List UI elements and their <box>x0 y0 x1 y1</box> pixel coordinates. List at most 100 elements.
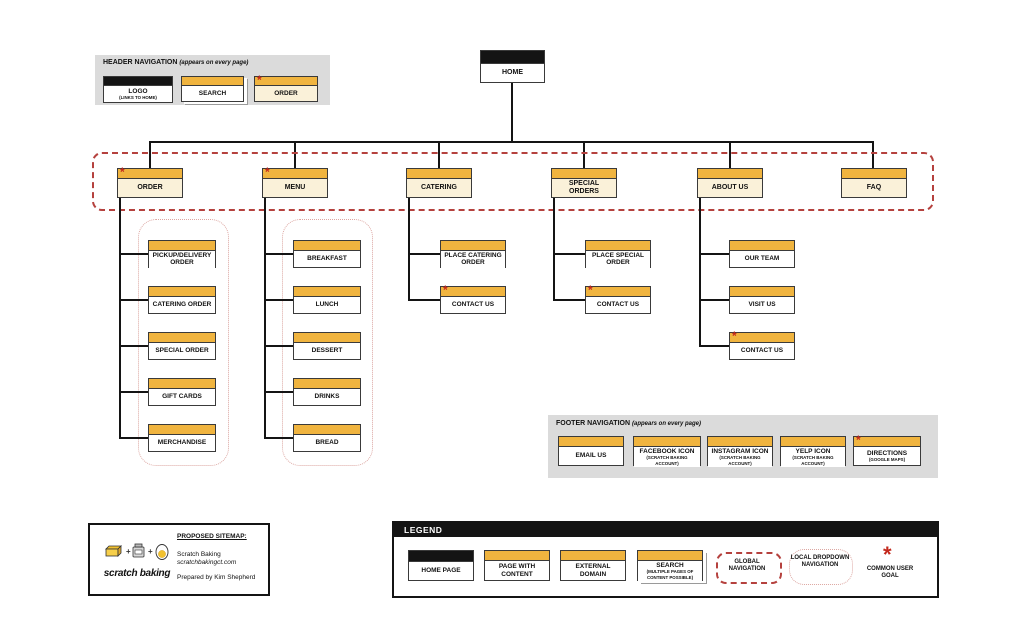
common-user-goal-icon: * <box>732 329 737 343</box>
node-header-bar <box>149 287 215 297</box>
yelp-icon-label: YELP ICON <box>795 448 831 455</box>
merchandise-label: MERCHANDISE <box>157 439 207 447</box>
node-header-bar: * <box>730 329 794 343</box>
footer-navigation-subtitle: (appears on every page) <box>631 421 702 427</box>
node-pickup-delivery-order: PICKUP/DELIVERY ORDER <box>148 240 216 268</box>
node-header-bar <box>634 437 700 447</box>
common-user-goal-icon: * <box>265 165 270 179</box>
connector-line <box>699 198 701 347</box>
bread-label: BREAD <box>315 439 339 447</box>
node-header-bar <box>481 51 544 64</box>
connector-line <box>583 141 585 168</box>
node-header-bar <box>407 169 471 179</box>
connector-line <box>294 141 296 168</box>
node-header-bar <box>552 169 616 179</box>
node-header-bar <box>104 77 172 86</box>
breakfast-label: BREAKFAST <box>307 255 347 263</box>
order-label: ORDER <box>137 183 163 191</box>
node-place-special-order: PLACE SPECIAL ORDER <box>585 240 651 268</box>
facebook-icon-label: FACEBOOK ICON <box>639 448 695 455</box>
logo-ingredients-icon: + + <box>105 543 169 560</box>
node-header-search: SEARCH <box>181 76 244 102</box>
node-header-bar <box>149 333 215 343</box>
connector-line <box>119 198 121 439</box>
pickup-delivery-order-label: PICKUP/DELIVERY ORDER <box>152 252 212 267</box>
node-faq: FAQ <box>841 168 907 198</box>
node-header-bar <box>730 287 794 297</box>
header-logo-label: LOGO <box>128 87 148 95</box>
legend-external-domain: EXTERNAL DOMAIN <box>560 550 626 581</box>
yelp-icon-sublabel: (SCRATCH BAKING ACCOUNT) <box>792 455 834 466</box>
node-header-bar <box>441 241 505 251</box>
node-header-bar <box>842 169 906 179</box>
node-header-bar <box>638 551 702 561</box>
node-header-order: * ORDER <box>254 73 318 102</box>
node-header-bar <box>149 241 215 251</box>
connector-line <box>872 141 874 168</box>
node-header-bar <box>698 169 762 179</box>
node-dessert: DESSERT <box>293 332 361 360</box>
header-order-label: ORDER <box>274 89 298 97</box>
legend-title-bar: LEGEND <box>394 523 937 537</box>
legend-local-dropdown-label: LOCAL DROPDOWN NAVIGATION <box>790 555 850 569</box>
footer-navigation-title: FOOTER NAVIGATION (appears on every page… <box>556 420 701 427</box>
proposed-sitemap-heading: PROPOSED SITEMAP: <box>177 533 247 540</box>
legend-external-domain-label: EXTERNAL DOMAIN <box>575 563 611 578</box>
header-logo-sublabel: (LINKS TO HOME) <box>119 95 157 101</box>
connector-line <box>119 437 148 439</box>
catering-order-label: CATERING ORDER <box>152 301 212 309</box>
common-user-goal-icon: * <box>257 73 262 87</box>
node-header-bar: * <box>586 283 650 297</box>
header-navigation-subtitle: (appears on every page) <box>179 60 249 66</box>
node-header-bar <box>294 333 360 343</box>
footer-navigation-title-text: FOOTER NAVIGATION <box>556 420 631 427</box>
connector-line <box>408 299 440 301</box>
common-user-goal-icon: * <box>588 283 593 297</box>
node-our-team: OUR TEAM <box>729 240 795 268</box>
node-header-logo: LOGO (LINKS TO HOME) <box>103 76 173 103</box>
node-header-bar <box>586 241 650 251</box>
header-search-label: SEARCH <box>198 89 227 97</box>
legend-common-user-goal-label: COMMON USER GOAL <box>866 566 914 580</box>
connector-line <box>264 345 293 347</box>
info-card: + + scratch baking PROPOSED SITEMAP: Scr… <box>88 523 270 596</box>
node-header-bar <box>730 241 794 251</box>
connector-line <box>264 253 293 255</box>
node-header-bar: * <box>263 165 327 179</box>
node-merchandise: MERCHANDISE <box>148 424 216 452</box>
node-breakfast: BREAKFAST <box>293 240 361 268</box>
node-facebook-icon: FACEBOOK ICON (SCRATCH BAKING ACCOUNT) <box>633 436 701 468</box>
connector-line <box>119 391 148 393</box>
legend-local-dropdown-outline <box>789 549 853 585</box>
node-drinks: DRINKS <box>293 378 361 406</box>
gift-cards-label: GIFT CARDS <box>162 393 202 401</box>
connector-line <box>699 299 729 301</box>
connector-line <box>264 299 293 301</box>
connector-line <box>264 391 293 393</box>
node-visit-us: VISIT US <box>729 286 795 314</box>
legend-home-page-label: HOME PAGE <box>421 567 461 575</box>
legend-global-navigation-outline <box>716 552 782 584</box>
connector-line <box>699 253 729 255</box>
legend-common-user-goal-icon: * <box>883 542 892 567</box>
legend-page-with-content: PAGE WITH CONTENT <box>484 550 550 581</box>
node-about-contact-us: * CONTACT US <box>729 329 795 360</box>
connector-line <box>264 198 266 439</box>
facebook-icon-sublabel: (SCRATCH BAKING ACCOUNT) <box>646 455 688 466</box>
node-bread: BREAD <box>293 424 361 452</box>
directions-label: DIRECTIONS <box>866 449 908 457</box>
node-catering-contact-us: * CONTACT US <box>440 283 506 314</box>
node-instagram-icon: INSTAGRAM ICON (SCRATCH BAKING ACCOUNT) <box>707 436 773 468</box>
connector-line <box>511 83 513 142</box>
node-header-bar <box>149 379 215 389</box>
instagram-icon-label: INSTAGRAM ICON <box>711 448 769 455</box>
connector-line <box>119 345 148 347</box>
legend-global-navigation-label: GLOBAL NAVIGATION <box>728 559 766 573</box>
node-header-bar <box>149 425 215 435</box>
common-user-goal-icon: * <box>443 283 448 297</box>
visit-us-label: VISIT US <box>748 301 776 309</box>
connector-line <box>729 141 731 168</box>
node-header-bar <box>485 551 549 561</box>
node-special-orders: SPECIAL ORDERS <box>551 168 617 198</box>
node-header-bar <box>294 287 360 297</box>
